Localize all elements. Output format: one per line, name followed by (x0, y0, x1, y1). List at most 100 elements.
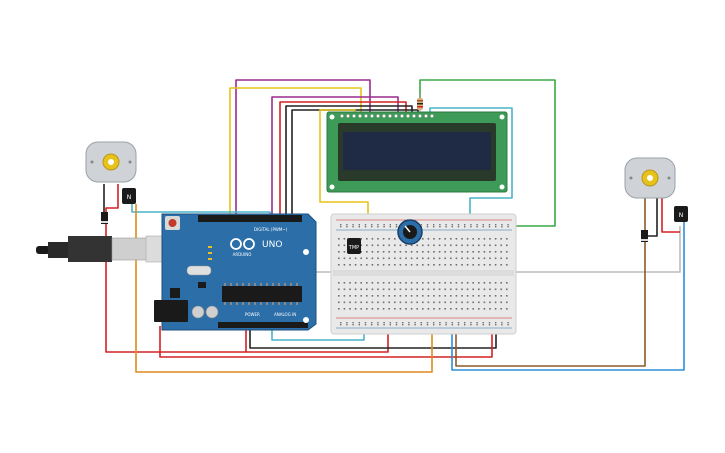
breadboard-hole[interactable] (500, 251, 502, 253)
breadboard-hole[interactable] (455, 251, 458, 253)
breadboard-rail-hole[interactable] (408, 322, 410, 324)
breadboard-hole[interactable] (354, 288, 357, 291)
breadboard-hole[interactable] (338, 295, 340, 297)
breadboard-hole[interactable] (416, 257, 418, 260)
breadboard-hole[interactable] (422, 301, 424, 304)
breadboard-hole[interactable] (461, 257, 463, 260)
breadboard-hole[interactable] (338, 288, 340, 291)
breadboard-hole[interactable] (438, 257, 441, 260)
breadboard-rail-hole[interactable] (389, 224, 391, 226)
breadboard-rail-hole[interactable] (383, 324, 385, 326)
breadboard-hole[interactable] (410, 282, 413, 284)
breadboard-hole[interactable] (483, 257, 486, 260)
wire-black-gnd[interactable] (249, 326, 497, 349)
wire-red-motor-left[interactable] (105, 184, 246, 353)
breadboard-rail-hole[interactable] (507, 322, 509, 324)
breadboard-hole[interactable] (422, 244, 424, 247)
breadboard-hole[interactable] (343, 238, 346, 240)
breadboard-rail-hole[interactable] (451, 224, 453, 226)
breadboard-rail-hole[interactable] (482, 226, 484, 228)
breadboard-hole[interactable] (461, 282, 463, 284)
breadboard-hole[interactable] (506, 251, 508, 253)
breadboard-hole[interactable] (466, 244, 469, 247)
breadboard-hole[interactable] (382, 264, 385, 266)
breadboard-hole[interactable] (450, 288, 452, 291)
breadboard-hole[interactable] (366, 251, 368, 253)
breadboard-rail-hole[interactable] (402, 322, 404, 324)
breadboard-hole[interactable] (478, 257, 480, 260)
breadboard-rail-hole[interactable] (346, 224, 348, 226)
arduino-uno-board[interactable]: UNO ARDUINO DIGITAL (PWM~) POWER ANALOG … (36, 213, 317, 331)
breadboard-hole[interactable] (461, 308, 463, 310)
dc-motor-right[interactable] (624, 157, 676, 199)
breadboard-hole[interactable] (506, 264, 508, 266)
breadboard-hole[interactable] (450, 301, 452, 304)
breadboard-rail-hole[interactable] (402, 324, 404, 326)
breadboard-rail-hole[interactable] (371, 324, 373, 326)
breadboard-hole[interactable] (422, 288, 424, 291)
breadboard-hole[interactable] (388, 301, 390, 304)
transistor-left[interactable]: N (122, 188, 136, 204)
breadboard-hole[interactable] (506, 238, 508, 240)
breadboard-hole[interactable] (461, 301, 463, 304)
breadboard-rail-hole[interactable] (464, 322, 466, 324)
wire-black-motor-right[interactable] (644, 198, 658, 237)
breadboard-hole[interactable] (382, 295, 385, 297)
resistor[interactable] (417, 94, 423, 112)
breadboard-hole[interactable] (399, 244, 402, 247)
breadboard-rail-hole[interactable] (389, 226, 391, 228)
breadboard-hole[interactable] (343, 244, 346, 247)
breadboard-hole[interactable] (466, 282, 469, 284)
breadboard-hole[interactable] (489, 301, 491, 304)
breadboard-hole[interactable] (416, 295, 418, 297)
breadboard-rail-hole[interactable] (364, 224, 367, 226)
breadboard-hole[interactable] (360, 282, 362, 284)
breadboard-hole[interactable] (349, 301, 351, 304)
potentiometer[interactable] (397, 219, 423, 245)
breadboard-rail-hole[interactable] (371, 226, 373, 228)
breadboard-hole[interactable] (416, 308, 418, 310)
breadboard-hole[interactable] (338, 301, 340, 304)
breadboard-hole[interactable] (489, 282, 491, 284)
breadboard-hole[interactable] (377, 295, 379, 297)
breadboard-hole[interactable] (422, 308, 424, 310)
breadboard-hole[interactable] (500, 238, 502, 240)
breadboard-hole[interactable] (450, 295, 452, 297)
breadboard-hole[interactable] (438, 238, 441, 240)
breadboard-hole[interactable] (360, 257, 362, 260)
breadboard-rail-hole[interactable] (451, 324, 453, 326)
breadboard-hole[interactable] (444, 238, 446, 240)
breadboard-hole[interactable] (500, 244, 502, 247)
breadboard-hole[interactable] (422, 282, 424, 284)
breadboard-rail-hole[interactable] (433, 324, 435, 326)
breadboard-rail-hole[interactable] (451, 322, 453, 324)
breadboard-hole[interactable] (394, 257, 396, 260)
breadboard-hole[interactable] (506, 282, 508, 284)
breadboard-rail-hole[interactable] (451, 226, 453, 228)
breadboard-hole[interactable] (405, 301, 407, 304)
breadboard-hole[interactable] (371, 308, 374, 310)
breadboard-rail-hole[interactable] (464, 324, 466, 326)
breadboard-rail-hole[interactable] (439, 324, 441, 326)
dc-motor-left[interactable] (85, 141, 137, 183)
breadboard-rail-hole[interactable] (445, 322, 447, 324)
breadboard-hole[interactable] (455, 244, 458, 247)
breadboard-hole[interactable] (377, 308, 379, 310)
breadboard-hole[interactable] (366, 282, 368, 284)
breadboard-hole[interactable] (360, 264, 362, 266)
breadboard-rail-hole[interactable] (358, 322, 360, 324)
breadboard-hole[interactable] (483, 244, 486, 247)
wire-green-backlight[interactable] (419, 79, 556, 227)
breadboard-hole[interactable] (388, 295, 390, 297)
breadboard-hole[interactable] (472, 244, 474, 247)
breadboard-hole[interactable] (377, 301, 379, 304)
breadboard-rail-hole[interactable] (501, 324, 503, 326)
breadboard-hole[interactable] (377, 244, 379, 247)
breadboard-hole[interactable] (444, 308, 446, 310)
breadboard-hole[interactable] (382, 251, 385, 253)
breadboard-hole[interactable] (360, 295, 362, 297)
breadboard-hole[interactable] (444, 288, 446, 291)
breadboard-hole[interactable] (422, 238, 424, 240)
breadboard-hole[interactable] (410, 301, 413, 304)
breadboard-hole[interactable] (422, 257, 424, 260)
